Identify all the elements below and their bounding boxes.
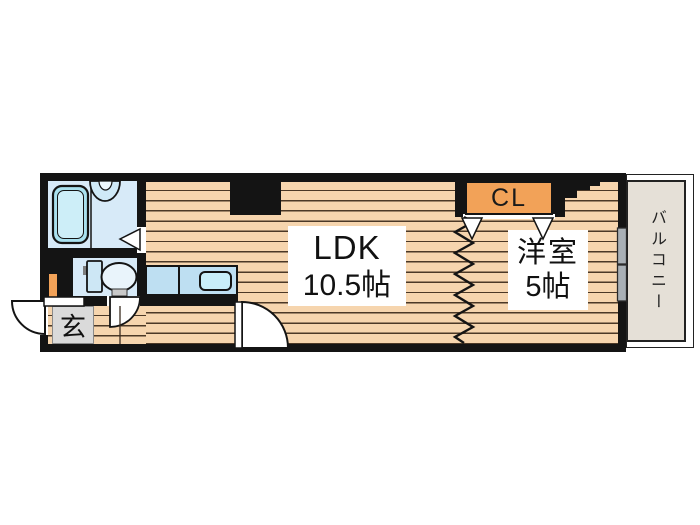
toilet-room xyxy=(73,258,137,296)
wall-step-3 xyxy=(590,181,600,186)
ldk-label-box: LDK 10.5帖 xyxy=(288,226,406,306)
ldk-label: LDK xyxy=(313,228,381,266)
shoe-cabinet xyxy=(48,273,58,298)
closet-front-strip xyxy=(463,214,555,219)
balcony: バルコニー xyxy=(626,180,686,342)
entrance-door-opening xyxy=(40,301,48,335)
kitchen-counter xyxy=(145,265,238,296)
western-room-label: 洋室 xyxy=(516,236,579,269)
western-room-label-box: 洋室 5帖 xyxy=(508,230,588,310)
closet-box: CL xyxy=(465,181,553,215)
wall-top xyxy=(40,173,626,182)
pillar-top xyxy=(230,173,281,215)
wall-bottom xyxy=(40,344,626,352)
wall-step-1 xyxy=(565,181,577,198)
wall-left xyxy=(40,173,48,352)
ldk-size: 10.5帖 xyxy=(302,268,392,302)
entrance-label: 玄 xyxy=(59,311,86,342)
closet-label: CL xyxy=(491,183,527,212)
bathroom xyxy=(48,181,137,248)
wall-closet-right xyxy=(553,173,565,217)
bathroom-door-opening xyxy=(137,227,146,253)
wall-closet-left xyxy=(455,173,465,217)
entrance-tile: 玄 xyxy=(52,306,94,344)
balcony-label: バルコニー xyxy=(648,208,665,314)
wall-right-balcony-side xyxy=(618,173,626,352)
wall-bathroom-bottom xyxy=(40,248,146,256)
wall-hallway-top xyxy=(48,296,238,306)
wall-step-2 xyxy=(577,181,590,190)
kitchen-sink xyxy=(199,271,232,291)
counter-divider xyxy=(178,267,180,294)
western-room-size: 5帖 xyxy=(525,271,571,303)
toilet-door-opening xyxy=(107,296,140,306)
